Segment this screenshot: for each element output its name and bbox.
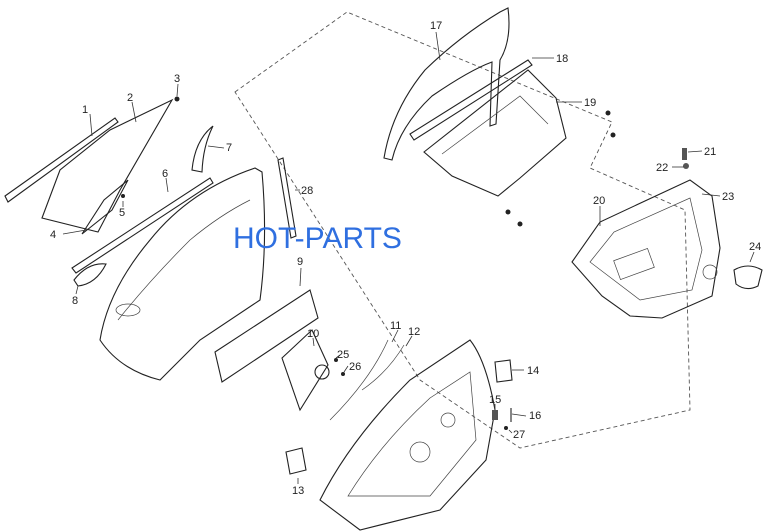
callout-10: 10: [307, 328, 319, 340]
callout-26: 26: [349, 361, 361, 373]
part-25-clip: [334, 358, 338, 362]
leader-lines: [62, 31, 755, 484]
part-9-panel-sheet: [214, 289, 319, 383]
part-28-strip: [277, 157, 297, 239]
dashed-group-outline: [234, 11, 691, 449]
callout-22: 22: [656, 162, 668, 174]
callout-24: 24: [749, 241, 761, 253]
part-4-glass-channel: [81, 179, 129, 235]
callout-4: 4: [50, 229, 56, 241]
outer-door-panel: [99, 167, 266, 381]
callout-9: 9: [297, 256, 303, 268]
callout-15: 15: [489, 394, 501, 406]
part-22-cap: [683, 163, 689, 169]
callout-8: 8: [72, 295, 78, 307]
callout-27: 27: [513, 429, 525, 441]
part-21-screw: [682, 148, 687, 160]
callout-1: 1: [82, 104, 88, 116]
part-2-door-glass: [41, 98, 174, 233]
callout-6: 6: [162, 168, 168, 180]
callout-18: 18: [556, 53, 568, 65]
part-11-cable: [329, 339, 389, 421]
part-8-outside-handle: [73, 263, 107, 287]
part-13-latch: [285, 447, 307, 475]
part-15-bracket: [492, 410, 498, 420]
callout-20: 20: [593, 195, 605, 207]
callout-16: 16: [529, 410, 541, 422]
part-18-belt-strip: [409, 59, 533, 141]
part-27-clip: [504, 426, 508, 430]
part-1-belt-moulding: [4, 117, 119, 203]
part-5-screw: [121, 194, 125, 198]
callout-21: 21: [704, 146, 716, 158]
part-14-hinge: [494, 359, 513, 383]
callout-13: 13: [292, 485, 304, 497]
part-17-frame-channel: [383, 7, 510, 161]
watermark-text: HOT-PARTS: [233, 222, 402, 255]
part-3-clip: [174, 96, 180, 102]
callout-2: 2: [127, 92, 133, 104]
callout-17: 17: [430, 20, 442, 32]
part-12-cable: [361, 344, 405, 391]
callout-7: 7: [226, 142, 232, 154]
part-7-frame-trim: [191, 125, 214, 173]
callout-25: 25: [337, 349, 349, 361]
callout-14: 14: [527, 365, 539, 377]
callout-11: 11: [390, 320, 401, 332]
callout-19: 19: [584, 97, 596, 109]
part-10-window-regulator: [281, 329, 330, 412]
part-19-inner-panel: [423, 69, 567, 197]
fastener-dots: [505, 110, 616, 227]
part-26-clip: [341, 372, 345, 376]
part-24-inside-handle: [733, 265, 763, 290]
callout-28: 28: [301, 185, 313, 197]
callout-labels: 1 2 3 4 5 6 7 8 9 10 11 12 13 14 15 16 1…: [50, 20, 761, 497]
callout-23: 23: [722, 191, 734, 203]
callout-5: 5: [119, 207, 125, 219]
part-6-weatherstrip: [71, 177, 214, 274]
part-23-door-trim-panel: [571, 179, 721, 319]
callout-3: 3: [174, 73, 180, 85]
callout-12: 12: [408, 326, 420, 338]
